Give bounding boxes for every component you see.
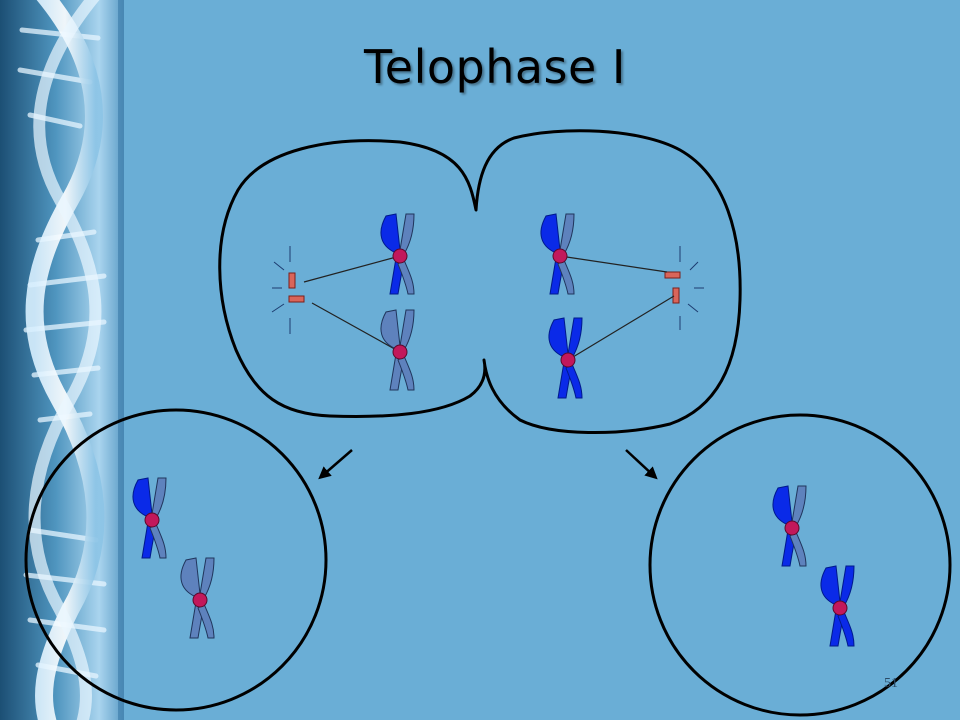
arrow-down-left-icon [318, 449, 353, 480]
right-centriole-pair [664, 246, 704, 330]
chromosome [380, 309, 415, 391]
dna-helix-banner [0, 0, 124, 720]
helix-strand-b [28, 0, 102, 720]
chromosome [132, 477, 167, 559]
chromosome [820, 565, 855, 647]
right-daughter-cell [648, 413, 952, 717]
dividing-cell-membrane [218, 129, 742, 435]
right-aster-rays [679, 246, 704, 330]
chromosome [540, 213, 575, 295]
chromosome [380, 213, 415, 295]
left-aster-rays [271, 246, 291, 334]
chromosome [548, 317, 583, 399]
page-number: 51 [884, 676, 898, 691]
slide-title: Telophase I [363, 40, 626, 94]
arrow-down-right-icon [625, 449, 658, 480]
spindle-fibers [303, 255, 675, 361]
left-daughter-cell [24, 408, 328, 712]
left-centriole-pair [271, 246, 305, 334]
chromosome [772, 485, 807, 567]
chromosome [180, 557, 215, 639]
helix-strand-a [25, 0, 105, 720]
